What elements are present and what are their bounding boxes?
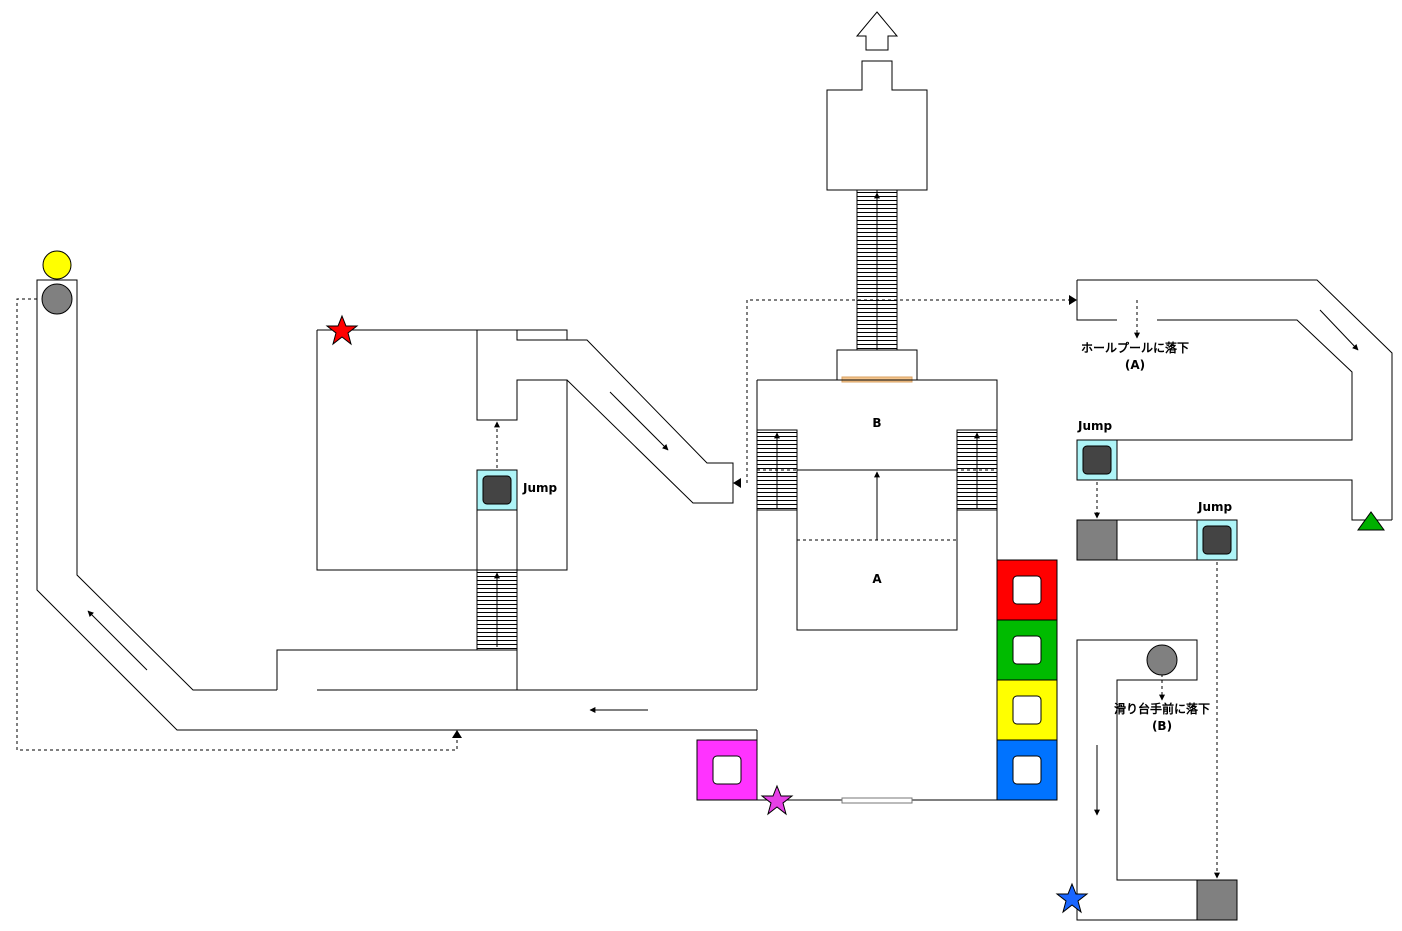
right-lower-slide	[1076, 639, 1238, 921]
gray-ball-icon	[1146, 644, 1178, 676]
central-building	[756, 349, 998, 690]
gray-circle-icon	[41, 283, 73, 315]
return-dashed-path	[16, 298, 458, 751]
green-triangle-icon	[1357, 511, 1385, 531]
jump-right-top-label: Jump	[1077, 419, 1113, 433]
hole-pool-sub-label: (A)	[1125, 358, 1145, 372]
lower-left-corridor	[36, 279, 757, 731]
hole-pool-label: ホールプールに落下	[1081, 340, 1189, 355]
jump-pad-right-top	[1076, 439, 1118, 481]
area-b-label: B	[872, 416, 881, 430]
red-star-icon	[325, 314, 359, 346]
bottom-corridor	[589, 707, 997, 804]
color-blocks	[696, 559, 1058, 801]
jump-pad-left	[476, 469, 518, 511]
area-a-label: A	[872, 572, 882, 586]
exit-arrow-icon	[855, 11, 899, 51]
jump-right-mid-label: Jump	[1197, 500, 1233, 514]
magenta-star-icon	[760, 784, 794, 816]
slide-label: 滑り台手前に落下	[1114, 701, 1210, 716]
right-upper-corridor	[1076, 279, 1393, 521]
jump-left-label: Jump	[522, 481, 558, 495]
yellow-circle-icon	[42, 250, 72, 280]
teleport-dashed-path	[746, 299, 1075, 483]
blue-star-icon	[1055, 882, 1089, 914]
top-staircase	[856, 189, 898, 351]
left-room	[316, 329, 734, 690]
slide-sub-label: (B)	[1152, 719, 1172, 733]
top-room	[826, 60, 928, 191]
right-middle-strip	[1076, 519, 1238, 561]
